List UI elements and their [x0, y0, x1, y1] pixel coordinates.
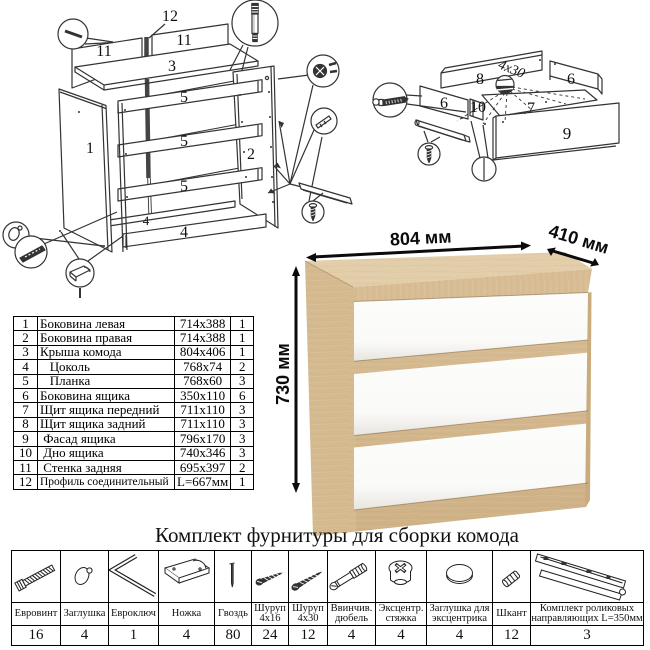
svg-text:6: 6: [567, 71, 575, 88]
svg-text:10: 10: [470, 99, 486, 116]
svg-text:9: 9: [563, 124, 572, 143]
svg-text:5: 5: [180, 89, 188, 106]
svg-text:11: 11: [96, 43, 111, 60]
svg-text:1: 1: [86, 140, 94, 157]
svg-text:5: 5: [180, 133, 188, 150]
svg-text:5: 5: [180, 178, 188, 195]
svg-text:4: 4: [180, 224, 188, 241]
svg-text:2: 2: [247, 146, 255, 163]
svg-text:6: 6: [440, 95, 448, 112]
svg-text:11: 11: [176, 32, 191, 49]
svg-text:804 мм: 804 мм: [389, 226, 452, 249]
svg-text:3: 3: [168, 58, 176, 75]
svg-text:730 мм: 730 мм: [273, 343, 293, 405]
svg-text:4: 4: [143, 213, 150, 228]
svg-text:7: 7: [527, 100, 535, 117]
svg-text:8: 8: [476, 71, 484, 88]
svg-text:12: 12: [162, 8, 178, 25]
